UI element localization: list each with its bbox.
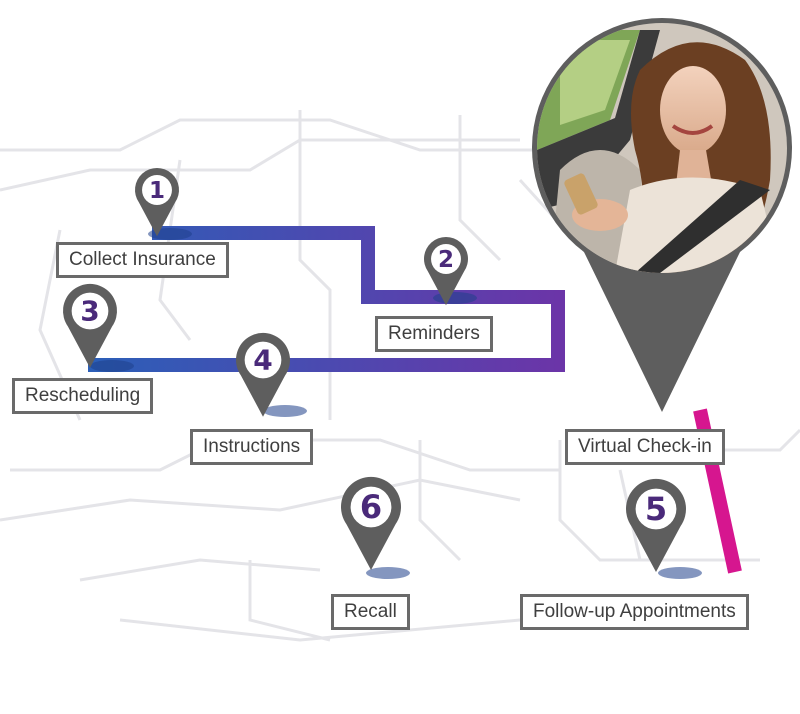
map-pin-6: 6: [341, 476, 401, 570]
map-pin-face: [431, 244, 461, 274]
map-pin-3: 3: [62, 283, 117, 368]
step-number-3: 3: [80, 295, 99, 328]
map-pin-face: [142, 175, 172, 205]
map-pin-4: 4: [236, 332, 291, 417]
step-number-1: 1: [149, 178, 165, 204]
step-label-collect-insurance: Collect Insurance: [56, 242, 229, 278]
step-number-4: 4: [253, 344, 272, 377]
step-label-virtual-check-in: Virtual Check-in: [565, 429, 725, 465]
map-pin-face: [71, 292, 109, 330]
step-label-reminders: Reminders: [375, 316, 493, 352]
virtual-check-in-pin: [532, 18, 792, 412]
map-pin-face: [635, 488, 677, 530]
step-label-recall: Recall: [331, 594, 410, 630]
map-pin-face: [244, 341, 282, 379]
step-pins: 1 2 3 4 5 6: [62, 167, 686, 572]
map-pin-face: [350, 486, 392, 528]
step-number-6: 6: [360, 488, 382, 526]
step-number-2: 2: [438, 247, 454, 273]
woman-in-car-using-phone-photo: [537, 23, 787, 273]
step-label-rescheduling: Rescheduling: [12, 378, 154, 414]
step-number-5: 5: [645, 490, 667, 528]
map-pin-2: 2: [424, 236, 468, 306]
step-label-instructions: Instructions: [190, 429, 314, 465]
map-pin-5: 5: [626, 478, 686, 572]
step-label-follow-up-appointments: Follow-up Appointments: [520, 594, 749, 630]
map-pin-1: 1: [135, 167, 179, 237]
